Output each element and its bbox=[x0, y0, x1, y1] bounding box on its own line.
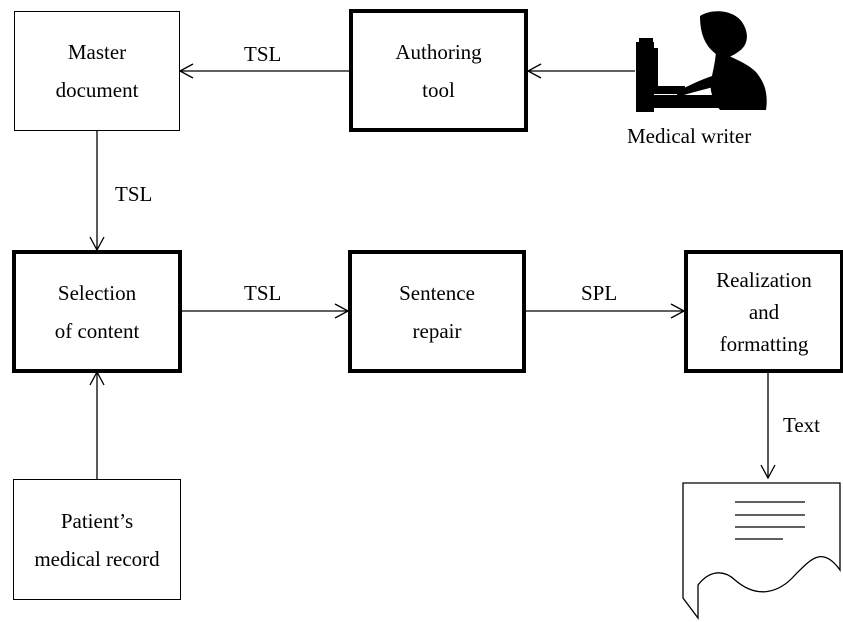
authoring-tool-label-line1: Authoring bbox=[395, 39, 482, 64]
medical-writer-caption: Medical writer bbox=[627, 124, 752, 148]
authoring-tool-box: Authoring tool bbox=[349, 9, 528, 132]
edge-label-repair-to-realization: SPL bbox=[581, 281, 618, 305]
realization-formatting-box: Realization and formatting bbox=[684, 250, 843, 373]
text-document-icon bbox=[682, 482, 841, 620]
arrowhead-authoring-to-master bbox=[178, 63, 194, 79]
edge-label-realization-to-text: Text bbox=[783, 413, 821, 437]
master-document-box: Master document bbox=[14, 11, 180, 131]
arrowhead-writer-to-authoring bbox=[526, 63, 542, 79]
realization-label-line1: Realization bbox=[716, 267, 812, 292]
realization-label-line2: and bbox=[748, 299, 780, 324]
authoring-tool-label-line2: tool bbox=[422, 77, 455, 102]
sentence-repair-box: Sentence repair bbox=[348, 250, 526, 373]
sentence-repair-label-line2: repair bbox=[412, 318, 462, 343]
patient-record-label-line1: Patient’s bbox=[60, 508, 134, 533]
sentence-repair-label-line1: Sentence bbox=[399, 280, 475, 305]
selection-of-content-box: Selection of content bbox=[12, 250, 182, 373]
patient-record-box: Patient’s medical record bbox=[13, 479, 181, 600]
selection-of-content-label-line2: of content bbox=[54, 318, 140, 343]
master-document-label-line1: Master bbox=[67, 40, 127, 64]
edge-label-selection-to-repair: TSL bbox=[244, 281, 282, 305]
edge-label-master-to-selection: TSL bbox=[115, 182, 153, 206]
medical-writer-icon bbox=[636, 11, 767, 112]
realization-label-line3: formatting bbox=[719, 331, 809, 356]
master-document-label-line2: document bbox=[55, 78, 139, 102]
arrowhead-realization-to-text bbox=[760, 464, 776, 480]
patient-record-label-line2: medical record bbox=[34, 546, 160, 571]
selection-of-content-label-line1: Selection bbox=[57, 280, 137, 305]
edge-label-authoring-to-master: TSL bbox=[244, 42, 282, 66]
